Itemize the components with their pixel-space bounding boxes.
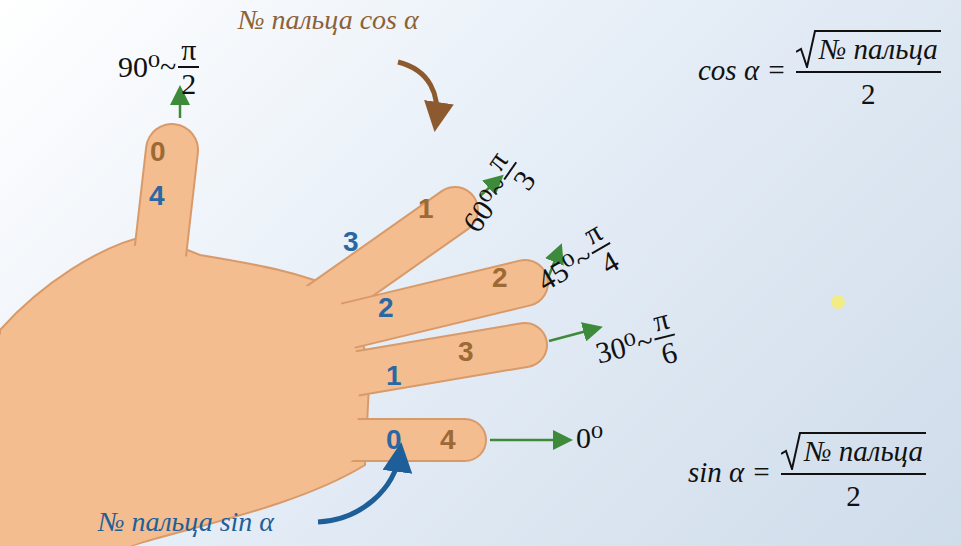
label-group: № пальца sin α: [98, 506, 274, 538]
fraction: № пальца 2: [796, 30, 941, 111]
fraction: π2: [178, 34, 199, 99]
label-group: 3: [458, 336, 474, 368]
label-group: 90⁰~π2: [118, 34, 199, 99]
arrow: [490, 439, 568, 442]
label-group: 1: [386, 360, 402, 392]
radical-row: № пальца: [781, 432, 926, 475]
denominator: 2: [846, 481, 861, 513]
radical-row: № пальца: [796, 30, 941, 73]
label-group: 3: [343, 226, 359, 258]
denominator: 2: [178, 68, 199, 100]
sin-pointer: [318, 452, 400, 522]
arrow: [179, 90, 182, 118]
radical-stroke: [796, 31, 816, 67]
angle-label: 0⁰: [576, 420, 603, 455]
fraction: π6: [647, 302, 683, 370]
numerator: π: [178, 34, 199, 68]
radical-sign: [796, 30, 816, 68]
label-group: № пальца cos α: [238, 4, 419, 36]
radicand: № пальца: [801, 432, 926, 470]
label-group: 30⁰~π6: [588, 302, 683, 385]
denominator: 6: [655, 335, 683, 371]
denominator: 4: [593, 243, 627, 281]
finger-number: 3: [343, 226, 359, 258]
callout-sin: № пальца sin α: [98, 506, 274, 538]
finger-number: 1: [386, 360, 402, 392]
label-group: sin α = № пальца 2: [688, 432, 926, 513]
radicand: № пальца: [816, 30, 941, 68]
formula-lhs: cos α =: [698, 54, 786, 87]
arrow: [549, 328, 598, 341]
finger-number: 2: [378, 292, 394, 324]
radical-sign: [781, 432, 801, 470]
label-group: 0⁰: [576, 420, 603, 455]
formula-lhs: sin α =: [688, 456, 771, 489]
callout-cos: № пальца cos α: [238, 4, 419, 36]
angle-label: 90⁰~: [118, 49, 176, 84]
denominator: 2: [861, 79, 876, 111]
label-group: cos α = № пальца 2: [698, 30, 941, 111]
radical-stroke: [781, 433, 801, 469]
label-group: 2: [378, 292, 394, 324]
highlight-dot: [831, 295, 845, 309]
angle-label: 30⁰~: [592, 322, 657, 370]
label-group: 1: [418, 193, 434, 225]
finger-number: 3: [458, 336, 474, 368]
label-group: 2: [492, 262, 508, 294]
finger-number: 1: [418, 193, 434, 225]
fraction: № пальца 2: [781, 432, 926, 513]
finger-number: 4: [149, 180, 165, 212]
label-group: 0: [386, 424, 402, 456]
finger-number: 0: [150, 136, 166, 168]
label-group: 0: [150, 136, 166, 168]
finger-number: 0: [386, 424, 402, 456]
palm-fill: [0, 242, 360, 546]
finger-number: 4: [440, 424, 456, 456]
cos-pointer: [398, 62, 437, 122]
label-group: 4: [440, 424, 456, 456]
finger-number: 2: [492, 262, 508, 294]
green-arrows: [180, 90, 598, 440]
label-group: 4: [149, 180, 165, 212]
hand: [0, 150, 525, 546]
